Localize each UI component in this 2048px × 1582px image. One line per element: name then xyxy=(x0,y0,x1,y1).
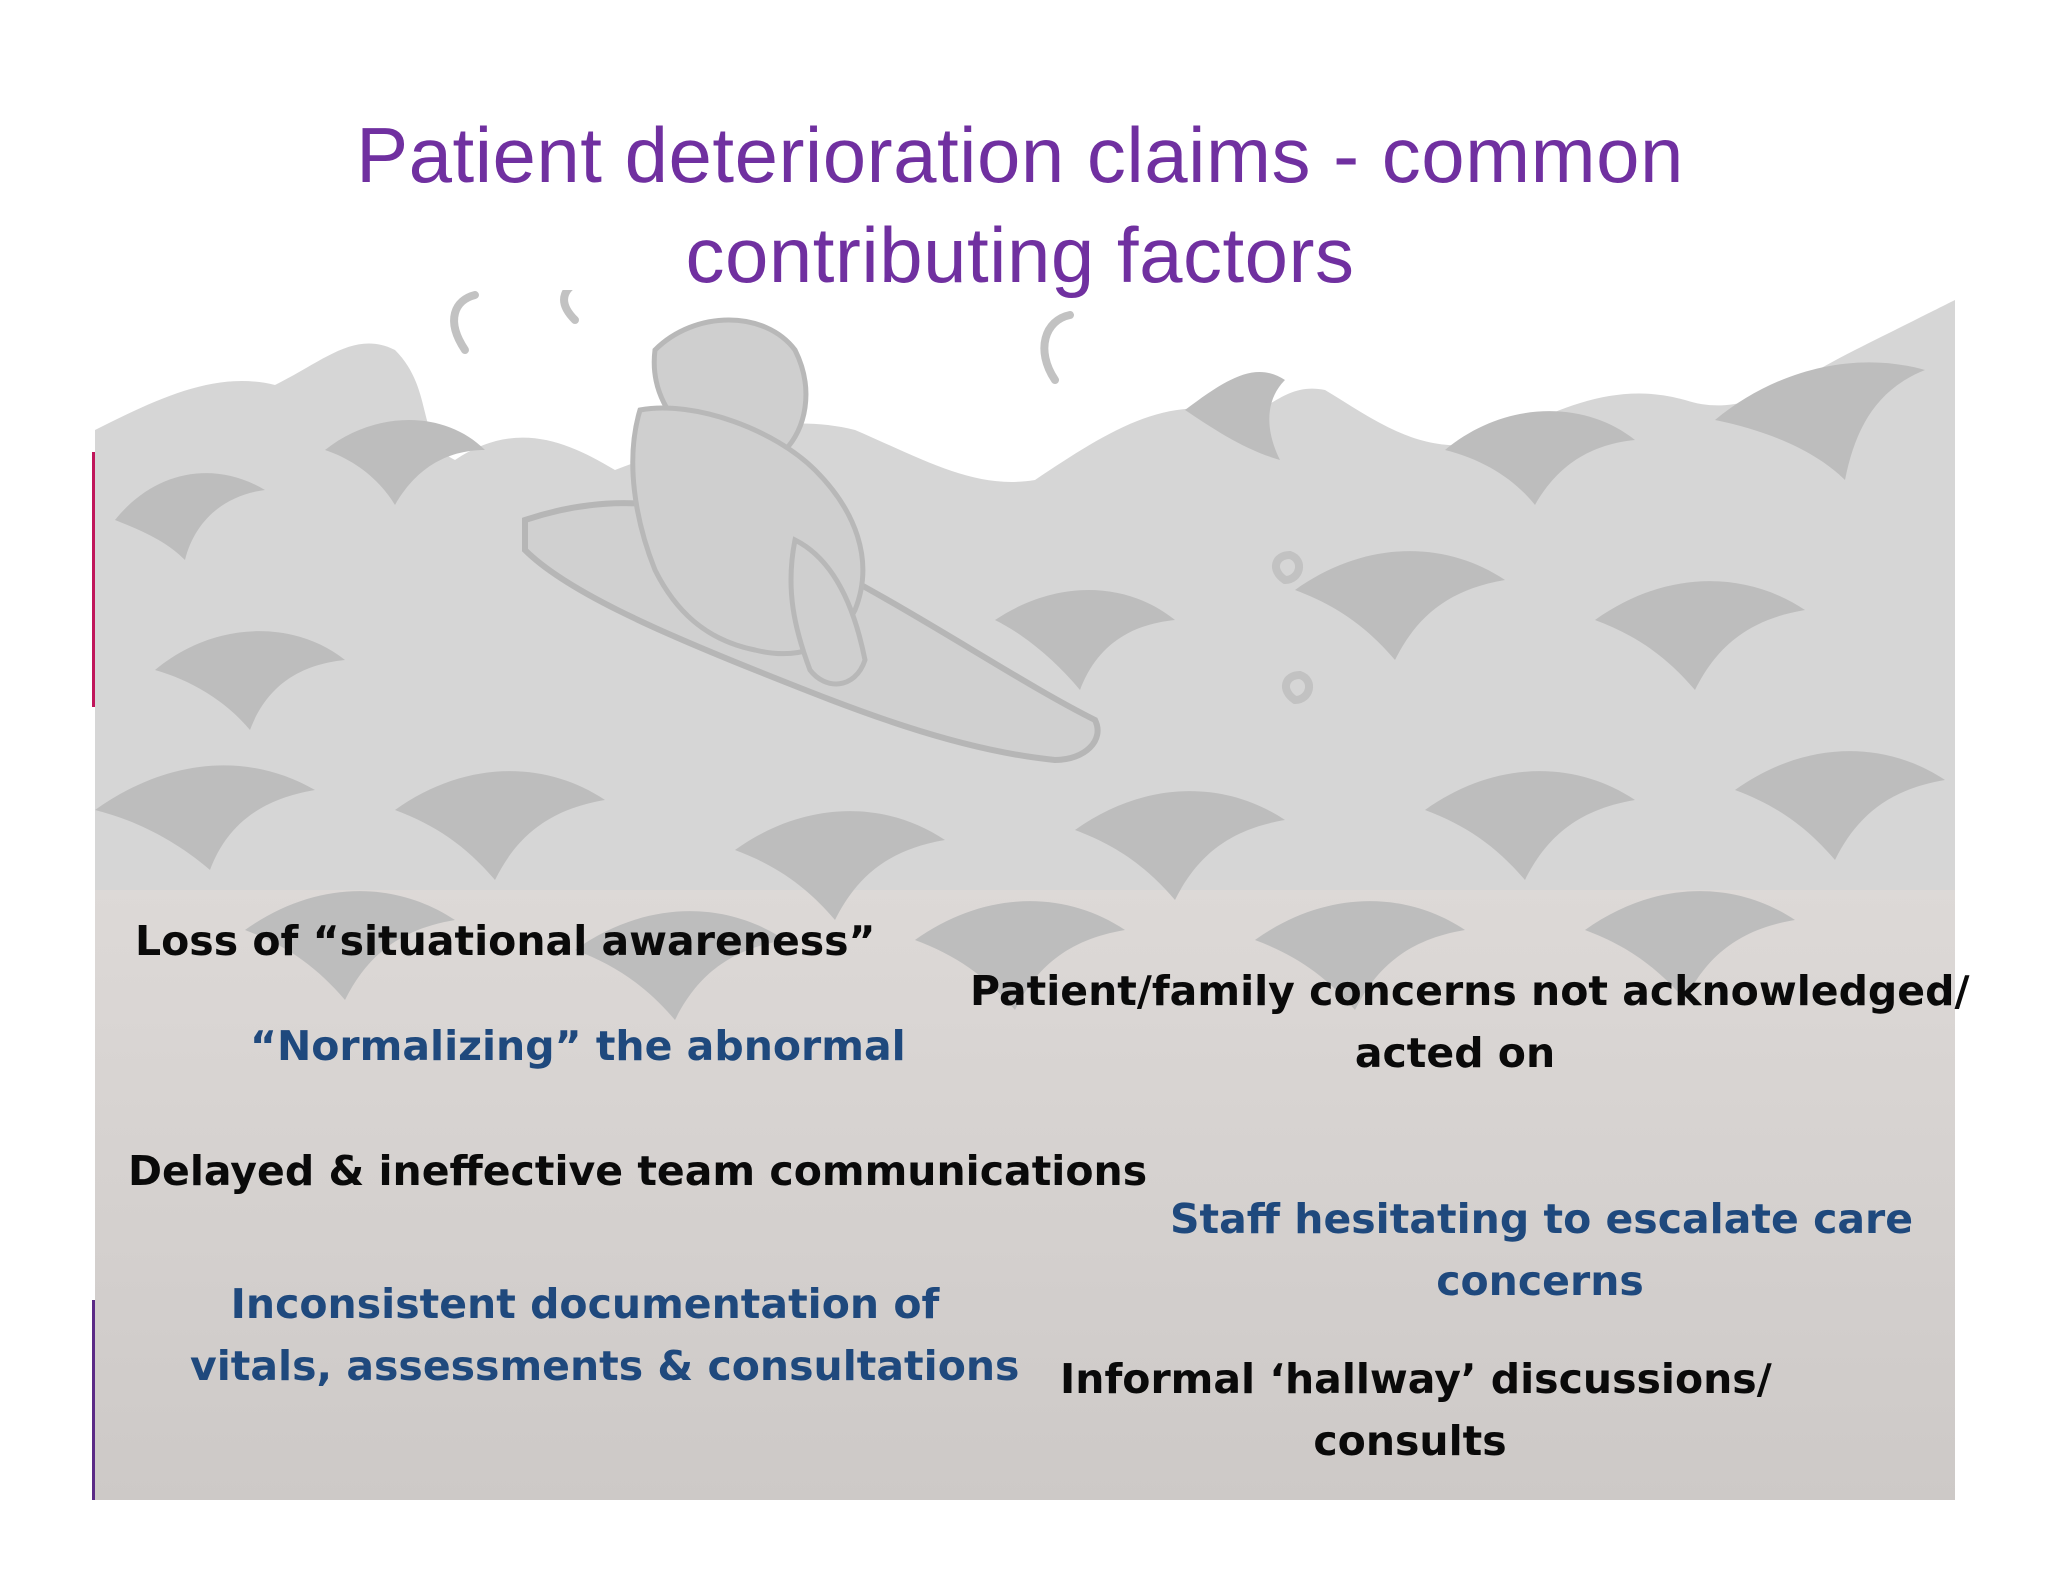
slide-title: Patient deterioration claims - common co… xyxy=(200,105,1840,305)
factor-hallway-discussions-line-1: Informal ‘hallway’ discussions/ xyxy=(1060,1355,1772,1403)
accent-bar-red xyxy=(92,452,95,707)
person xyxy=(630,317,868,687)
factor-staff-hesitating-line-1: Staff hesitating to escalate care xyxy=(1170,1195,1914,1243)
factor-hallway-discussions: Informal ‘hallway’ discussions/ consults xyxy=(1060,1348,1772,1472)
factor-hallway-discussions-line-2: consults xyxy=(1313,1417,1507,1465)
factor-family-concerns: Patient/family concerns not acknowledged… xyxy=(970,960,1970,1084)
factor-inconsistent-documentation: Inconsistent documentation of vitals, as… xyxy=(190,1273,1020,1397)
slide-title-line-1: Patient deterioration claims - common xyxy=(356,111,1684,199)
slide-title-line-2: contributing factors xyxy=(685,211,1355,299)
factor-inconsistent-documentation-line-2: vitals, assessments & consultations xyxy=(190,1342,1020,1390)
person-in-boat-on-stormy-waves-icon xyxy=(95,290,1955,1500)
factor-staff-hesitating-line-2: concerns xyxy=(1436,1257,1644,1305)
accent-bar-purple xyxy=(92,1300,95,1500)
factor-team-communications: Delayed & ineffective team communication… xyxy=(128,1147,1148,1195)
factor-inconsistent-documentation-line-1: Inconsistent documentation of xyxy=(230,1280,940,1328)
factor-staff-hesitating: Staff hesitating to escalate care concer… xyxy=(1170,1188,1914,1312)
factor-normalizing-abnormal: “Normalizing” the abnormal xyxy=(250,1022,906,1070)
factor-situational-awareness: Loss of “situational awareness” xyxy=(135,917,876,965)
factor-family-concerns-line-2: acted on xyxy=(1354,1029,1556,1077)
factor-family-concerns-line-1: Patient/family concerns not acknowledged… xyxy=(970,967,1970,1015)
